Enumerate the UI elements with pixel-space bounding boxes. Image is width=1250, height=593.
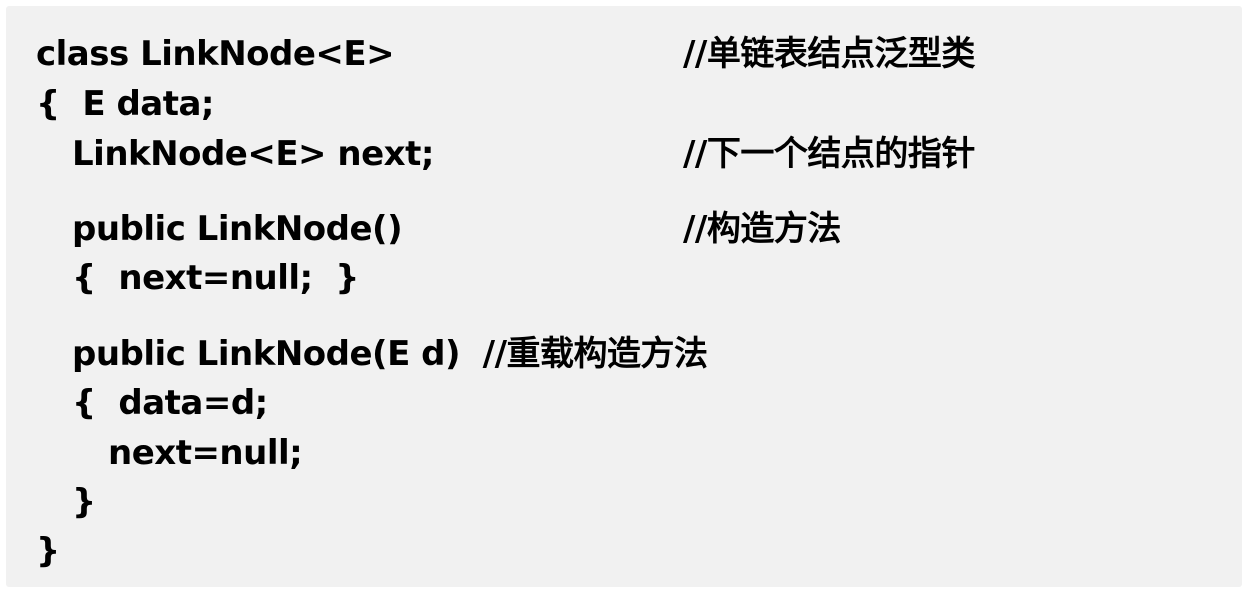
code-comment-constructor: //构造方法 xyxy=(683,209,841,249)
code-line-assign-next: next=null; xyxy=(108,433,303,473)
code-line-default-constructor-body: { next=null; } xyxy=(72,258,360,298)
code-line-class-decl: class LinkNode<E> xyxy=(36,34,395,74)
code-line-close-constructor: } xyxy=(72,482,96,522)
code-line-next-field: LinkNode<E> next; xyxy=(72,134,434,174)
code-comment-next: //下一个结点的指针 xyxy=(683,134,975,174)
code-line-data-field: { E data; xyxy=(36,84,215,124)
code-line-close-class: } xyxy=(36,531,60,571)
code-line-overload-constructor: public LinkNode(E d) //重载构造方法 xyxy=(72,334,708,374)
code-line-assign-data: { data=d; xyxy=(72,383,268,423)
code-comment-class: //单链表结点泛型类 xyxy=(683,34,975,74)
code-panel xyxy=(6,6,1242,587)
code-line-default-constructor: public LinkNode() xyxy=(72,209,403,249)
